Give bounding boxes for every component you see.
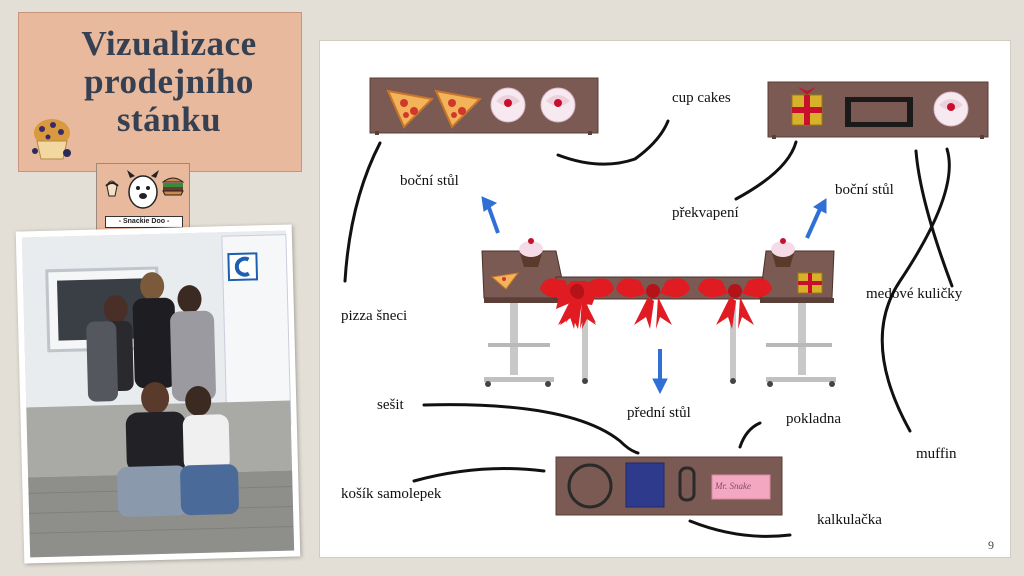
dog-cupcake-burger-icon	[105, 170, 185, 209]
label-cash-register: pokladna	[786, 411, 841, 427]
page-number: 9	[988, 538, 994, 552]
arrow-icon	[805, 198, 827, 239]
cupcake-icon	[490, 87, 526, 123]
label-honey-balls: medové kuličky	[866, 286, 963, 302]
bow-icon	[616, 278, 690, 329]
front-table-top-view	[555, 456, 783, 516]
gift-icon	[791, 87, 823, 126]
connector-lines	[343, 119, 954, 538]
bow-icon	[698, 278, 772, 329]
group-photo	[15, 224, 301, 564]
photo-image	[21, 230, 295, 558]
pizza-icon	[386, 89, 435, 129]
title-line-3: stánku	[116, 100, 222, 139]
cupcake-icon	[540, 87, 576, 123]
snackie-doo-logo: - Snackie Doo -	[96, 163, 190, 233]
diagram-drawing	[343, 77, 989, 538]
cupcake-icon	[771, 238, 795, 267]
label-notebook: sešit	[377, 397, 404, 413]
cupcake-icon	[519, 238, 543, 267]
gift-icon	[797, 272, 823, 294]
page-title: Vizualizace prodejního stánku	[19, 25, 301, 139]
title-line-1: Vizualizace	[81, 24, 257, 63]
sticker-card-text: Mr. Snake	[715, 481, 751, 491]
title-box: Vizualizace prodejního stánku	[18, 12, 302, 172]
title-line-2: prodejního	[84, 62, 254, 101]
label-cup-cakes: cup cakes	[672, 90, 731, 106]
bow-icon	[540, 278, 614, 329]
logo-label: - Snackie Doo -	[105, 216, 183, 228]
pizza-icon	[490, 272, 520, 290]
label-side-table-right: boční stůl	[835, 182, 894, 198]
muffin-icon	[32, 119, 71, 160]
tables-3d	[481, 238, 836, 387]
left-side-table-top-view	[369, 77, 599, 135]
label-side-table-left: boční stůl	[400, 173, 459, 189]
label-surprise: překvapení	[672, 205, 739, 221]
pizza-icon	[434, 89, 483, 129]
right-side-table-top-view	[767, 81, 989, 139]
arrow-icon	[652, 349, 668, 395]
label-sticker-basket: košík samolepek	[341, 486, 442, 502]
stand-diagram: Mr. Snake cup cakes boční stůl boční stů…	[319, 40, 1011, 558]
label-pizza-snails: pizza šneci	[341, 308, 408, 324]
label-calculator: kalkulačka	[817, 512, 882, 528]
label-muffin: muffin	[916, 446, 957, 462]
arrow-icon	[481, 196, 500, 234]
cupcake-icon	[933, 91, 969, 127]
label-front-table: přední stůl	[627, 405, 691, 421]
